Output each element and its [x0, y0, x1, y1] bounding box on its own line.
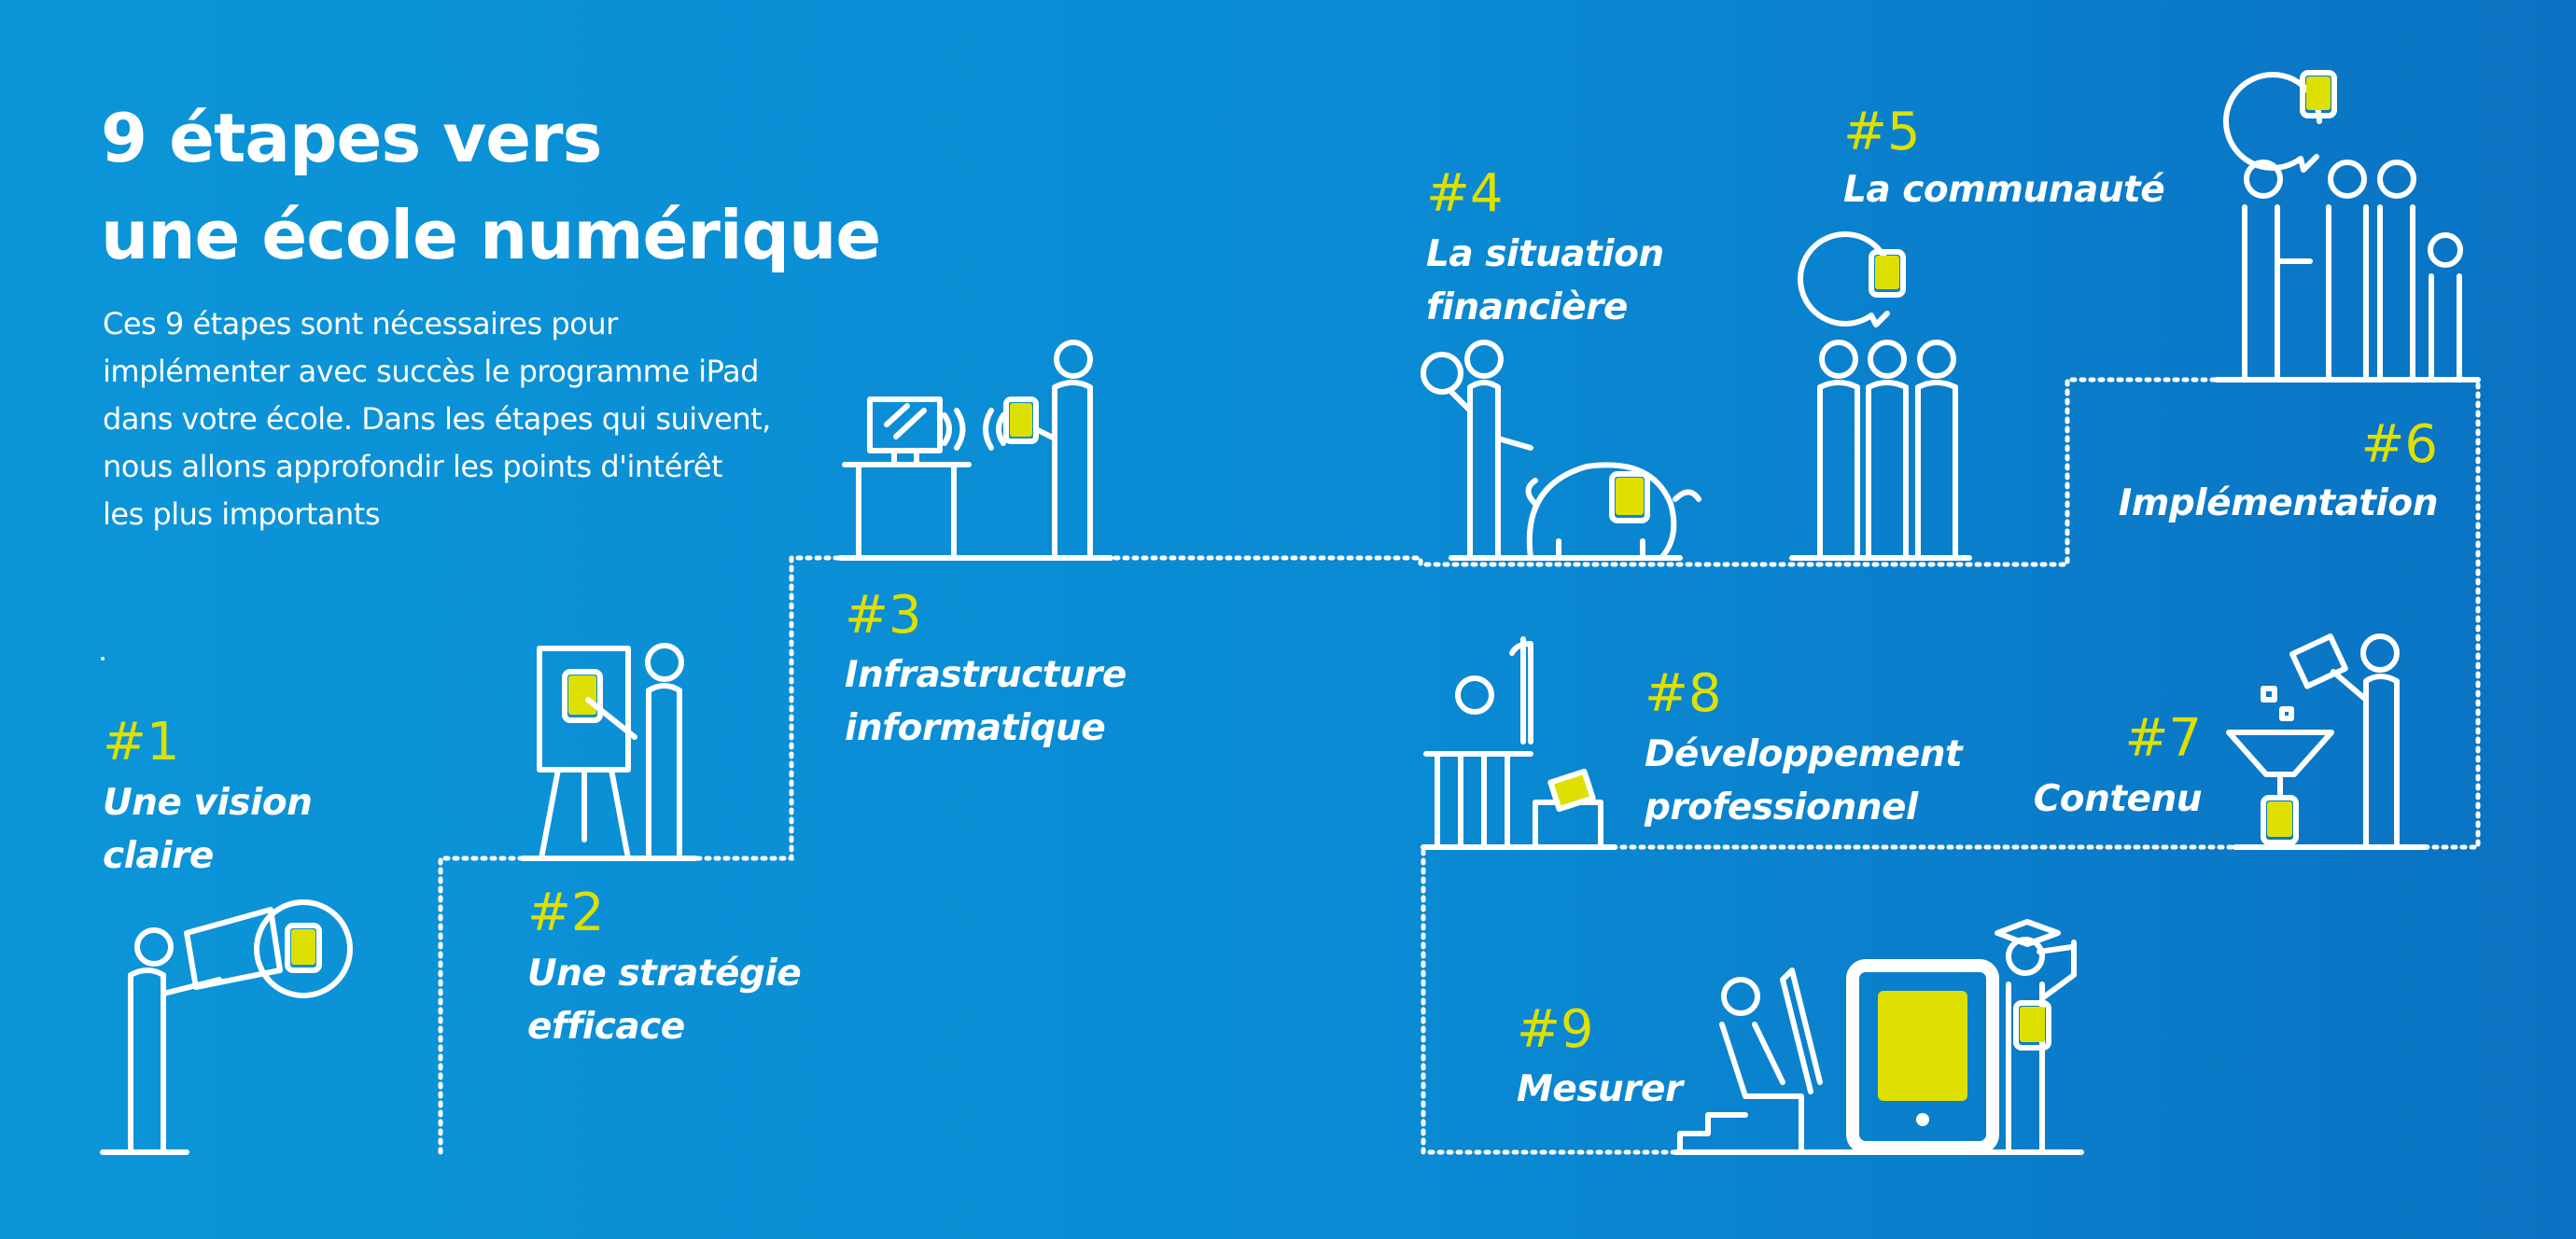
- binoculars-icon: [128, 899, 353, 1155]
- intro-line: Ces 9 étapes sont nécessaires pour: [103, 306, 618, 341]
- intro-line: implémenter avec succès le programme iPa…: [103, 354, 759, 389]
- step-label-line: La communauté: [1843, 169, 2165, 211]
- step-label: Une stratégie efficace: [527, 947, 802, 1053]
- intro-line: nous allons approfondir les points d'int…: [103, 449, 723, 484]
- step-number: #7: [2124, 708, 2202, 769]
- step-label-line: financière: [1426, 286, 1628, 328]
- step-number: #4: [1426, 163, 1504, 224]
- step-number: #5: [1843, 102, 1921, 162]
- step-label: Implémentation: [2118, 477, 2439, 530]
- piggy-bank-icon: [1421, 340, 1701, 561]
- step-label: Infrastructure informatique: [845, 648, 1127, 755]
- intro-paragraph: Ces 9 étapes sont nécessaires pour implé…: [103, 300, 812, 538]
- step-label-line: Contenu: [2033, 778, 2203, 820]
- title-line: 9 étapes vers: [101, 99, 602, 177]
- step-label: La communauté: [1843, 163, 2165, 216]
- step-label-line: Implémentation: [2118, 482, 2439, 524]
- step-label-line: Infrastructure: [845, 654, 1127, 696]
- ruler-tablet-graduate-icon: [1677, 919, 2077, 1155]
- step-label-line: efficace: [527, 1006, 685, 1048]
- title-line: une école numérique: [101, 196, 881, 274]
- presentation-board-icon: [537, 643, 684, 861]
- step-number: #1: [103, 712, 180, 773]
- step-number: #2: [527, 883, 605, 943]
- intro-line: dans votre école. Dans les étapes qui su…: [103, 401, 771, 437]
- step-label: Une vision claire: [103, 776, 313, 883]
- staircase-path: [438, 377, 2481, 1155]
- step-label: Développement professionnel: [1645, 728, 1963, 834]
- step-label-line: informatique: [845, 707, 1106, 749]
- group-leader-icon: [2223, 70, 2463, 383]
- funnel-content-icon: [2226, 633, 2400, 850]
- step-label: Mesurer: [1517, 1063, 1683, 1116]
- step-number: #6: [2360, 414, 2438, 475]
- teacher-desk-icon: [1423, 636, 1603, 850]
- step-label-line: La situation: [1426, 233, 1664, 275]
- step-label-line: claire: [103, 835, 214, 877]
- step-label-line: Développement: [1645, 733, 1963, 775]
- step-number: #3: [845, 585, 922, 646]
- step-label: La situation financière: [1426, 228, 1664, 334]
- step-label-line: professionnel: [1645, 787, 1918, 828]
- intro-line: les plus importants: [103, 496, 381, 532]
- desk-computer-icon: [842, 340, 1093, 561]
- community-group-icon: [1798, 231, 1958, 561]
- step-label-line: Une stratégie: [527, 953, 802, 995]
- step-number: #8: [1645, 663, 1722, 724]
- step-label-line: Une vision: [103, 782, 313, 824]
- page-title: 9 étapes vers une école numérique: [101, 90, 881, 284]
- step-label: Contenu: [2033, 773, 2203, 826]
- step-label-line: Mesurer: [1517, 1068, 1683, 1110]
- step-number: #9: [1517, 999, 1594, 1060]
- decorative-dot: [101, 657, 105, 661]
